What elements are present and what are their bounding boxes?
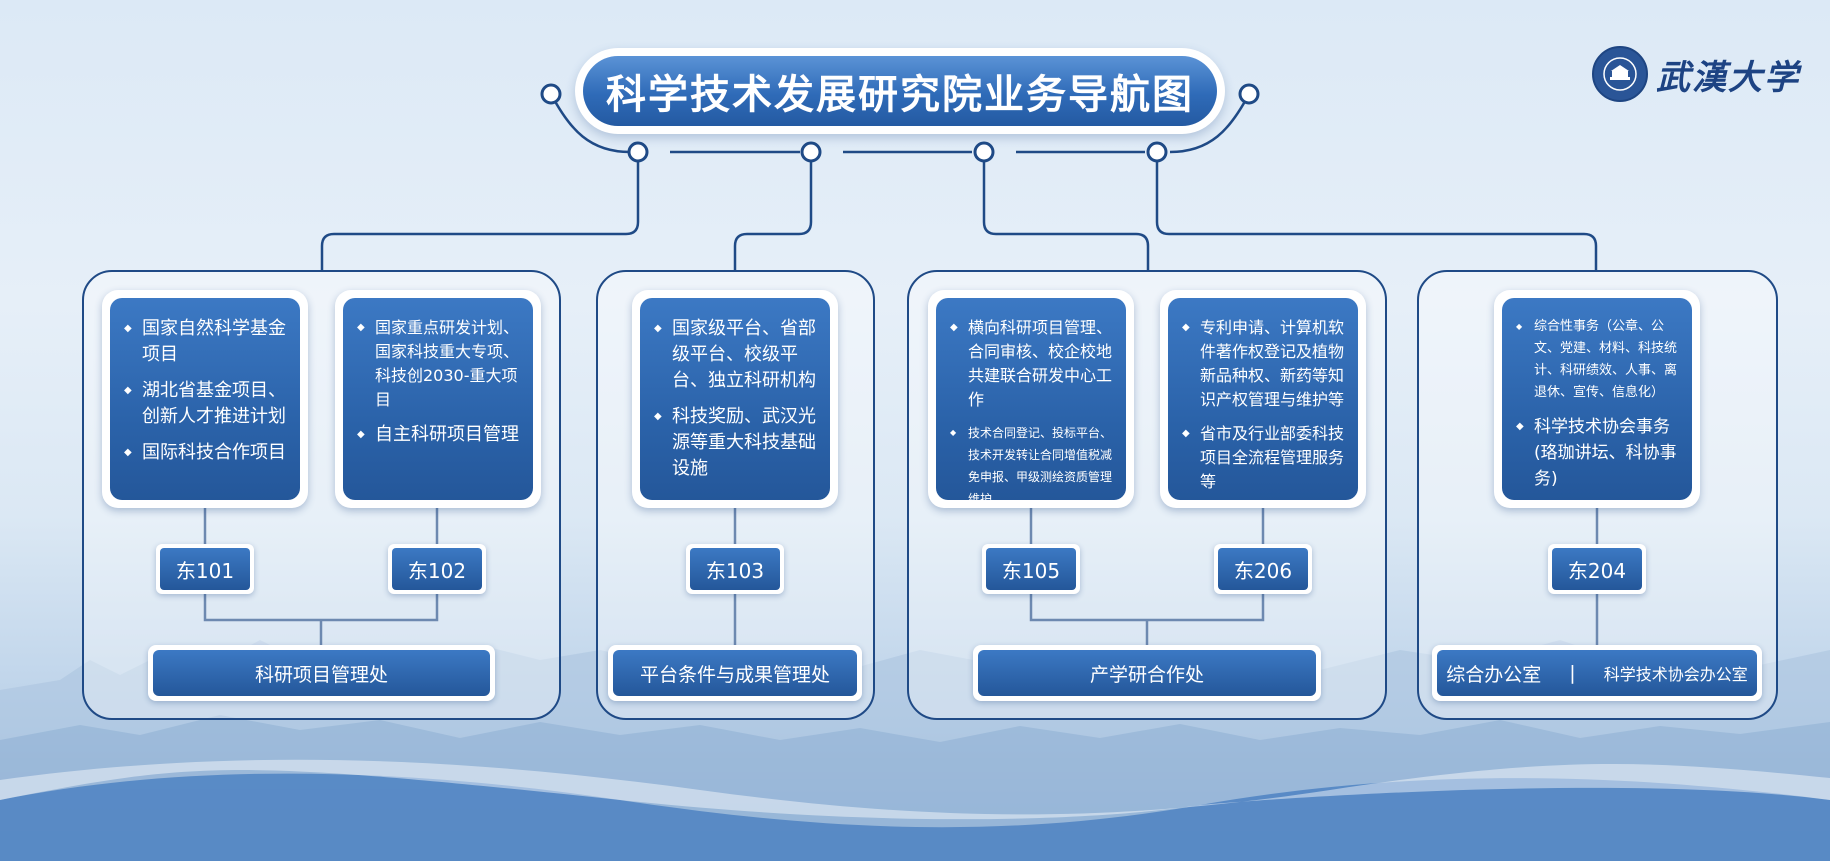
list-item: 综合性事务（公章、公文、党建、材料、科技统计、科研绩效、人事、离退休、宣传、信息… — [1516, 316, 1682, 404]
room-tag: 东105 — [982, 544, 1080, 594]
dept-general-office: 综合办公室 | 科学技术协会办公室 — [1432, 645, 1762, 701]
room-tag: 东206 — [1214, 544, 1312, 594]
card-general-affairs: 综合性事务（公章、公文、党建、材料、科技统计、科研绩效、人事、离退休、宣传、信息… — [1494, 290, 1700, 508]
list-item: 专利申请、计算机软件著作权登记及植物新品种权、新药等知识产权管理与维护等 — [1182, 316, 1348, 412]
panel-connectors — [203, 508, 1599, 645]
logo-text: 武漢大学 — [1656, 57, 1800, 98]
wave-band-light — [0, 759, 1830, 820]
list-item: 国家自然科学基金项目 — [124, 316, 290, 368]
list-item: 国家级平台、省部级平台、校级平台、独立科研机构 — [654, 316, 820, 394]
wave-band-dark — [0, 773, 1830, 861]
list-item: 湖北省基金项目、创新人才推进计划 — [124, 378, 290, 430]
list-item: 国家重点研发计划、国家科技重大专项、科技创2030-重大项目 — [357, 316, 523, 412]
diagram-title: 科学技术发展研究院业务导航图 — [606, 72, 1194, 118]
title-pill: 科学技术发展研究院业务导航图 — [583, 56, 1217, 126]
dept-research-projects: 科研项目管理处 — [148, 645, 495, 701]
room-tag: 东101 — [156, 544, 254, 594]
title-banner: 科学技术发展研究院业务导航图 — [575, 48, 1225, 134]
list-item: 省市及行业部委科技项目全流程管理服务等 — [1182, 422, 1348, 494]
list-item: 技术合同登记、投标平台、技术开发转让合同增值税减免申报、甲级测绘资质管理维护 — [950, 422, 1116, 510]
emblem-icon — [1592, 46, 1648, 102]
card-platforms: 国家级平台、省部级平台、校级平台、独立科研机构 科技奖励、武汉光源等重大科技基础… — [632, 290, 838, 508]
dept-platform: 平台条件与成果管理处 — [608, 645, 862, 701]
room-tag: 东103 — [686, 544, 784, 594]
dept-label-science-association: 科学技术协会办公室 — [1603, 665, 1748, 684]
card-nsfc: 国家自然科学基金项目 湖北省基金项目、创新人才推进计划 国际科技合作项目 — [102, 290, 308, 508]
title-connectors — [320, 93, 1598, 270]
list-item: 自主科研项目管理 — [357, 422, 523, 448]
room-tag: 东204 — [1548, 544, 1646, 594]
dept-industry: 产学研合作处 — [973, 645, 1321, 701]
card-horizontal-projects: 横向科研项目管理、合同审核、校企校地共建联合研发中心工作 技术合同登记、投标平台… — [928, 290, 1134, 508]
list-item: 科技奖励、武汉光源等重大科技基础设施 — [654, 404, 820, 482]
card-patents: 专利申请、计算机软件著作权登记及植物新品种权、新药等知识产权管理与维护等 省市及… — [1160, 290, 1366, 508]
dept-separator: | — [1569, 662, 1576, 684]
card-national-key: 国家重点研发计划、国家科技重大专项、科技创2030-重大项目 自主科研项目管理 — [335, 290, 541, 508]
connector-nodes — [540, 83, 1260, 163]
dept-label-general-office: 综合办公室 — [1446, 663, 1542, 686]
list-item: 横向科研项目管理、合同审核、校企校地共建联合研发中心工作 — [950, 316, 1116, 412]
university-logo: 武漢大学 — [1592, 46, 1800, 102]
list-item: 国际科技合作项目 — [124, 440, 290, 466]
list-item: 科学技术协会事务(珞珈讲坛、科协事务) — [1516, 414, 1682, 492]
room-tag: 东102 — [388, 544, 486, 594]
